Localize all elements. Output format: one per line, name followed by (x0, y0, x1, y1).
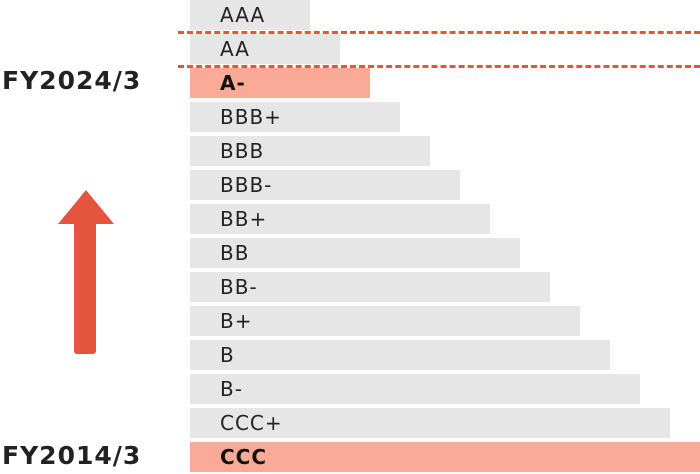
rating-bar: B (190, 340, 610, 370)
rating-bar: BB- (190, 272, 550, 302)
rating-bar: AA (190, 34, 340, 64)
rating-bar: CCC+ (190, 408, 670, 438)
rating-bar: BBB- (190, 170, 460, 200)
rating-bar: CCC (190, 442, 700, 472)
rating-bar: A- (190, 68, 370, 98)
rating-bar: BB (190, 238, 520, 268)
label-fy2024: FY2024/3 (2, 66, 142, 95)
rating-bar: BBB+ (190, 102, 400, 132)
rating-bar: B- (190, 374, 640, 404)
arrow-up-icon (58, 190, 114, 354)
rating-bar: BB+ (190, 204, 490, 234)
dashed-line-upper (178, 31, 700, 34)
label-fy2014: FY2014/3 (2, 441, 142, 470)
rating-bar: BBB (190, 136, 430, 166)
rating-bar: AAA (190, 0, 310, 30)
dashed-line-lower (178, 65, 700, 68)
rating-bar: B+ (190, 306, 580, 336)
